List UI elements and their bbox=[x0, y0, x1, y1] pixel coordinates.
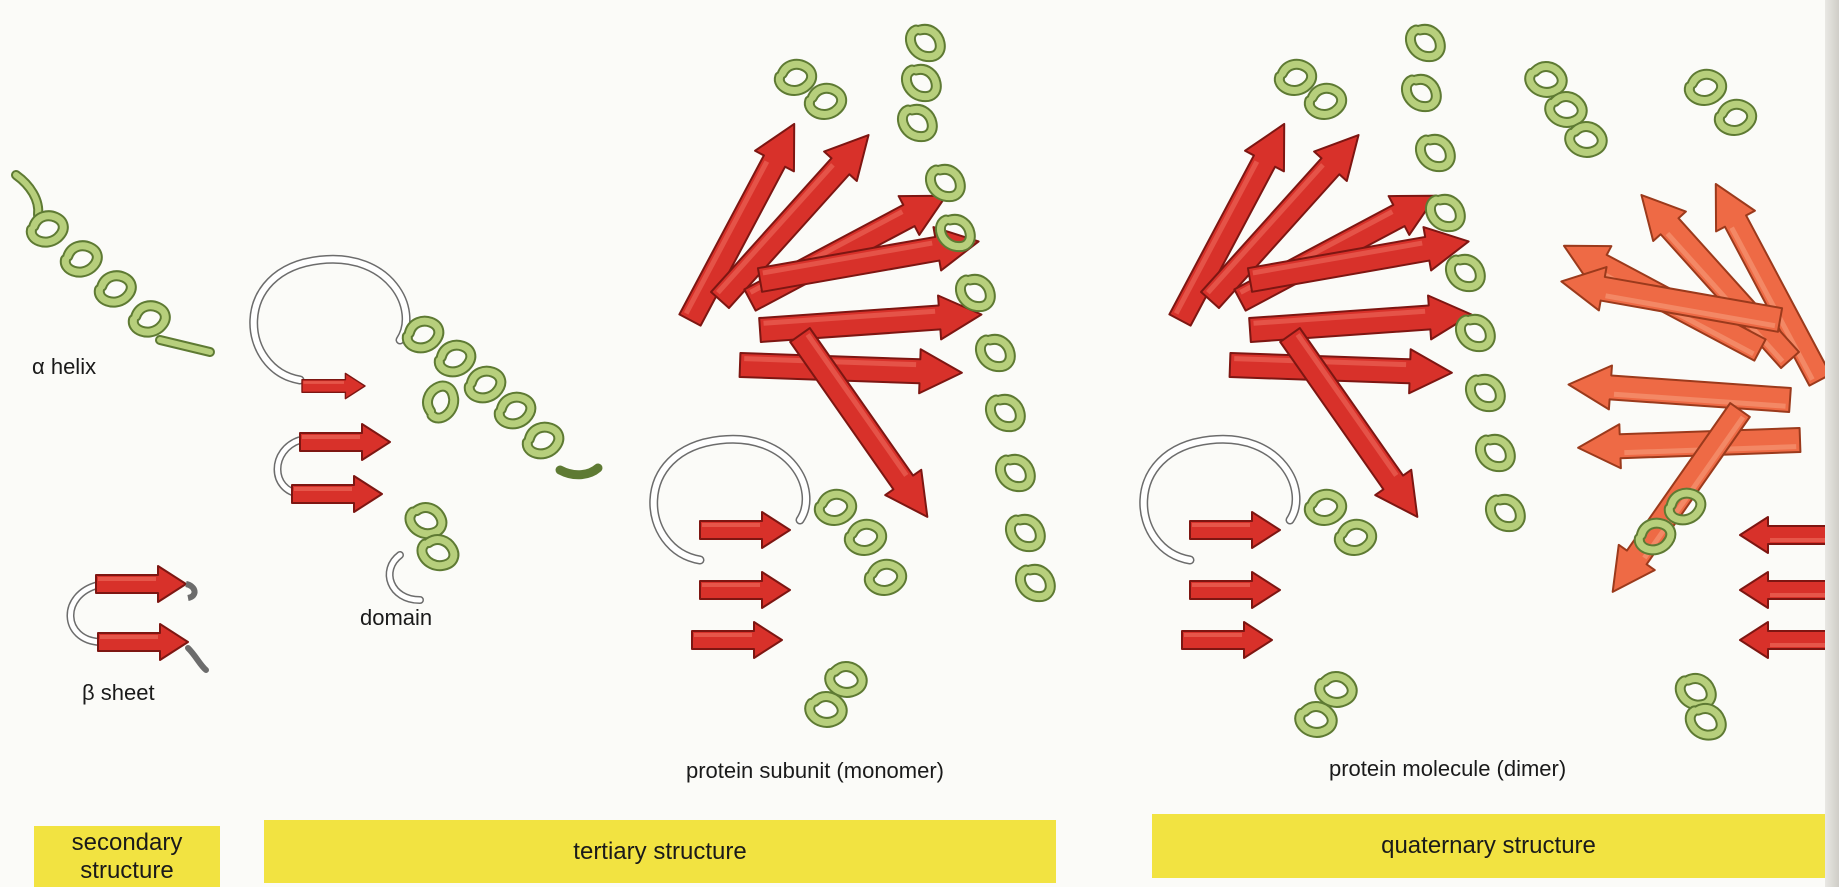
domain-label: domain bbox=[360, 605, 432, 631]
secondary-structure-band: secondary structure bbox=[34, 826, 220, 887]
beta-sheet-label: β sheet bbox=[82, 680, 155, 706]
quaternary-structure-band: quaternary structure bbox=[1152, 814, 1825, 878]
monomer-label: protein subunit (monomer) bbox=[686, 758, 944, 784]
beta-sheet-illustration bbox=[70, 566, 206, 670]
page-edge-shadow bbox=[1825, 0, 1839, 887]
dimer-illustration bbox=[1144, 29, 1839, 739]
tertiary-structure-band: tertiary structure bbox=[264, 820, 1056, 883]
domain-illustration bbox=[254, 259, 598, 600]
dimer-label: protein molecule (dimer) bbox=[1329, 756, 1566, 782]
alpha-helix-illustration bbox=[16, 175, 210, 352]
secondary-band-line2: structure bbox=[72, 857, 183, 885]
secondary-band-line1: secondary bbox=[72, 829, 183, 857]
monomer-illustration bbox=[654, 29, 1051, 729]
alpha-helix-label: α helix bbox=[32, 354, 96, 380]
